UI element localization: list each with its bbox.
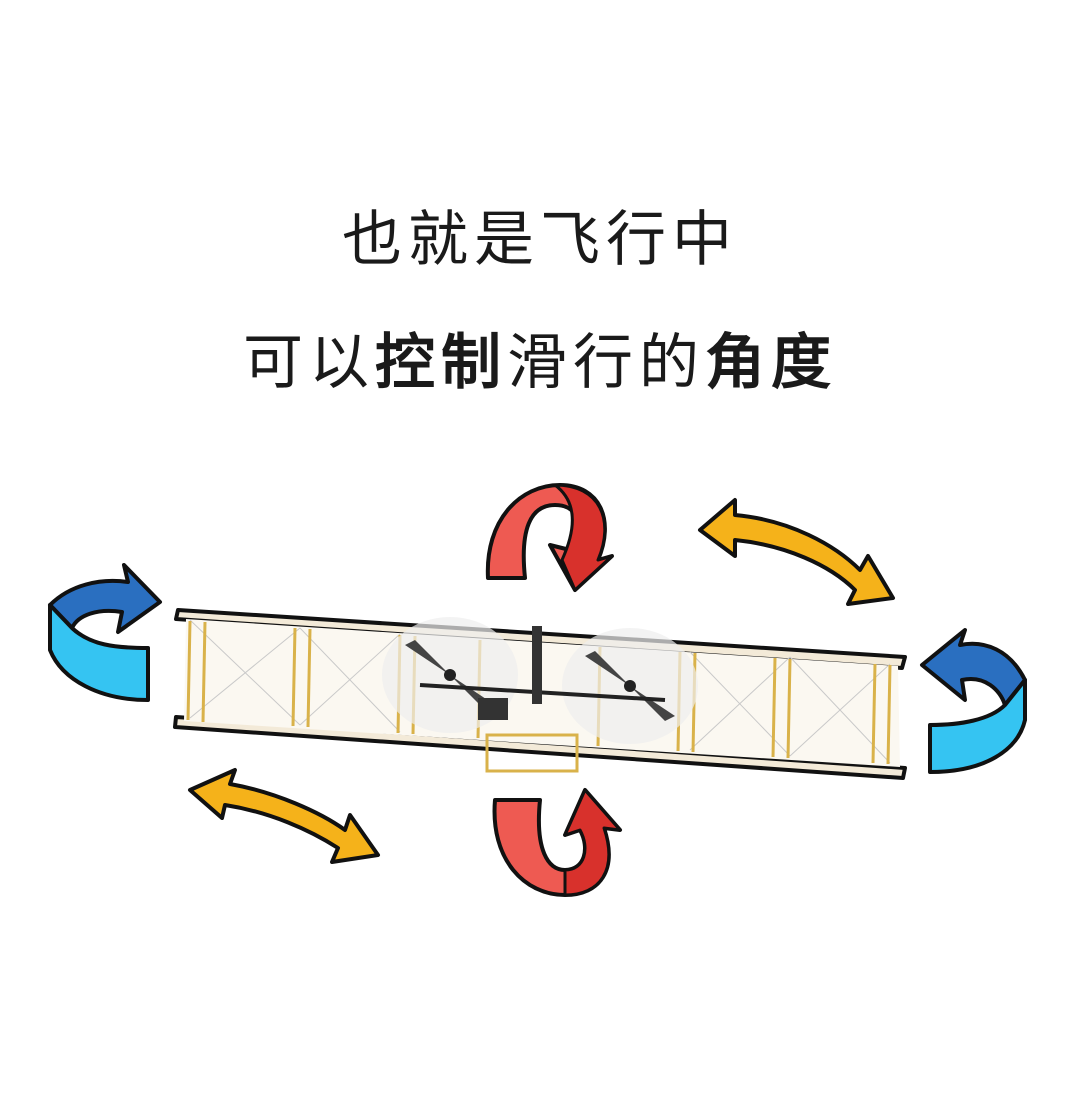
caption-segment-strong: 控制 <box>375 328 507 398</box>
roll-arrow-right <box>920 628 1027 774</box>
roll-arrow-left <box>48 563 162 702</box>
pitch-arrow-top <box>485 483 614 592</box>
caption-segment: 可以 <box>243 328 375 398</box>
caption-line-2: 可以控制滑行的角度 <box>0 333 1080 393</box>
biplane-illustration <box>173 608 907 780</box>
yaw-arrow-top-right <box>698 498 895 606</box>
caption-segment: 滑行的 <box>507 328 705 398</box>
right-propeller <box>562 628 698 744</box>
pitch-arrow-bottom <box>492 788 622 897</box>
yaw-arrow-bottom-left <box>188 768 380 864</box>
caption-line-1: 也就是飞行中 <box>342 205 738 275</box>
caption-segment-strong: 角度 <box>705 328 837 398</box>
